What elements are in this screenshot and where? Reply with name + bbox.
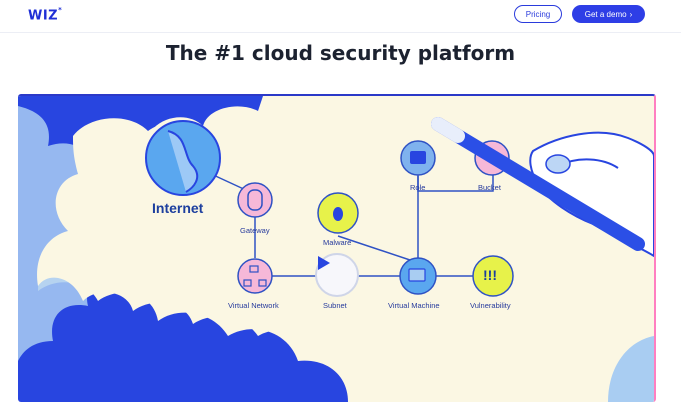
hand-icon xyxy=(431,117,654,258)
door-icon xyxy=(237,182,273,218)
logo-mark: * xyxy=(58,6,63,14)
subnet-label: Subnet xyxy=(323,301,347,310)
network-icon xyxy=(237,258,273,294)
virtual-network-label: Virtual Network xyxy=(228,301,279,310)
logo-text: WIZ xyxy=(28,8,59,24)
virtual-machine-label: Virtual Machine xyxy=(388,301,440,310)
pricing-button[interactable]: Pricing xyxy=(514,5,562,23)
get-a-demo-button[interactable]: Get a demo › xyxy=(572,5,645,23)
corner-cloud xyxy=(608,336,654,402)
chevron-right-icon: › xyxy=(629,9,633,19)
vulnerability-label: Vulnerability xyxy=(470,301,511,310)
top-navigation: WIZ* Pricing Get a demo › xyxy=(0,0,681,33)
malware-label: Malware xyxy=(323,238,352,247)
cloud-dark xyxy=(18,96,348,402)
vulnerability-symbol: !!! xyxy=(483,267,497,283)
demo-label: Get a demo xyxy=(584,9,627,19)
role-label: Role xyxy=(410,183,426,192)
hero-video[interactable]: Internet Gateway Malware Role Bucket Vir… xyxy=(18,94,656,402)
bucket-label: Bucket xyxy=(478,183,501,192)
wiz-logo[interactable]: WIZ* xyxy=(28,6,63,24)
internet-label: Internet xyxy=(152,200,204,216)
play-icon xyxy=(318,256,330,270)
pricing-label: Pricing xyxy=(525,9,551,19)
alert-icon xyxy=(472,255,514,297)
page-title: The #1 cloud security platform xyxy=(165,41,516,65)
diagram-illustration xyxy=(18,96,654,402)
gateway-label: Gateway xyxy=(240,226,270,235)
play-button[interactable] xyxy=(315,253,359,297)
